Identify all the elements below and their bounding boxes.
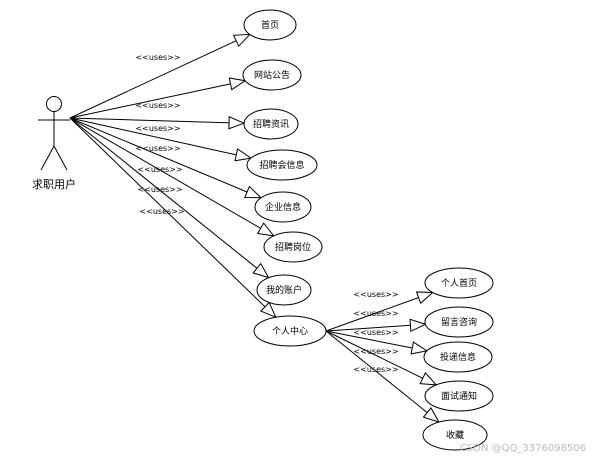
actor-arrowhead-job-fair-info — [234, 148, 253, 162]
personal-center-arrowhead-interview-notice — [419, 372, 438, 386]
personal-center-arrowhead-delivery-info — [410, 341, 429, 355]
personal-center-relation-label-favorites: <<uses>> — [353, 365, 398, 374]
use-case-ellipse-positions[interactable] — [263, 231, 323, 263]
personal-center-arrowhead-message-consult — [409, 318, 427, 333]
personal-center-association-favorites — [325, 330, 440, 423]
actor-association-job-fair-info — [69, 117, 252, 159]
use-case-job-fair-info[interactable]: 招聘会信息 — [246, 149, 318, 181]
use-case-my-account[interactable]: 我的账户 — [256, 274, 312, 306]
use-case-personal-center[interactable]: 个人中心 — [253, 315, 327, 347]
use-case-label-recruit-news: 招聘资讯 — [253, 118, 289, 130]
personal-center-arrowhead-personal-home — [415, 291, 434, 305]
use-case-ellipse-delivery-info[interactable] — [423, 341, 493, 373]
actor-association-notice — [69, 80, 246, 119]
actor-association-home — [69, 33, 250, 119]
use-case-ellipse-company-info[interactable] — [254, 191, 312, 223]
personal-center-relation-label-personal-home: <<uses>> — [353, 290, 398, 299]
use-case-home[interactable]: 首页 — [243, 9, 297, 41]
personal-center-relation-label-message-consult: <<uses>> — [353, 309, 398, 318]
actor-association-my-account — [69, 117, 269, 279]
personal-center-relation-label-delivery-info: <<uses>> — [353, 328, 398, 337]
actor-relation-label-my-account: <<uses>> — [139, 207, 184, 216]
use-case-ellipse-my-account[interactable] — [256, 274, 312, 306]
actor-label: 求职用户 — [32, 177, 76, 191]
use-case-ellipse-home[interactable] — [243, 9, 297, 41]
use-case-label-my-account: 我的账户 — [266, 284, 302, 296]
use-case-notice[interactable]: 网站公告 — [242, 59, 302, 91]
personal-center-relation-label-interview-notice: <<uses>> — [353, 347, 398, 356]
personal-center-association-interview-notice — [325, 330, 437, 386]
watermark: CSDN @QQ_3376098506 — [460, 443, 586, 454]
use-case-message-consult[interactable]: 留言咨询 — [424, 306, 494, 338]
personal-center-association-personal-home — [325, 292, 433, 332]
actor-relation-label-home: <<uses>> — [135, 53, 180, 62]
use-case-ellipse-job-fair-info[interactable] — [246, 149, 318, 181]
actor-association-company-info — [69, 117, 262, 199]
use-case-personal-home[interactable]: 个人首页 — [424, 267, 494, 299]
use-case-label-delivery-info: 投递信息 — [440, 351, 476, 363]
use-case-positions[interactable]: 招聘岗位 — [263, 231, 323, 263]
use-case-company-info[interactable]: 企业信息 — [254, 191, 312, 223]
actor-association-recruit-news — [69, 117, 245, 124]
use-case-label-job-fair-info: 招聘会信息 — [259, 159, 304, 171]
use-case-ellipse-recruit-news[interactable] — [243, 108, 299, 140]
actor-arrowhead-home — [232, 33, 251, 48]
actor-relation-label-notice: <<uses>> — [135, 101, 180, 110]
use-case-delivery-info[interactable]: 投递信息 — [423, 341, 493, 373]
personal-center-association-delivery-info — [325, 330, 428, 352]
use-case-label-personal-center: 个人中心 — [272, 325, 308, 337]
use-case-label-message-consult: 留言咨询 — [441, 316, 477, 328]
use-case-label-notice: 网站公告 — [254, 69, 290, 81]
actor-figure — [38, 96, 70, 171]
use-case-ellipse-message-consult[interactable] — [424, 306, 494, 338]
actor-arrowhead-my-account — [252, 262, 270, 279]
actor-relation-label-positions: <<uses>> — [137, 185, 182, 194]
use-case-label-company-info: 企业信息 — [265, 201, 301, 213]
use-case-label-home: 首页 — [261, 19, 279, 31]
use-case-label-personal-home: 个人首页 — [441, 277, 477, 289]
actor-relation-label-company-info: <<uses>> — [137, 165, 182, 174]
use-case-favorites[interactable]: 收藏 — [422, 419, 488, 451]
actor-association-personal-center — [69, 117, 277, 318]
use-case-label-favorites: 收藏 — [446, 429, 464, 441]
actor-arrowhead-recruit-news — [228, 115, 246, 130]
use-case-interview-notice[interactable]: 面试通知 — [424, 380, 494, 412]
use-case-ellipse-personal-home[interactable] — [424, 267, 494, 299]
actor-arrowhead-notice — [228, 77, 247, 91]
actor-arrowhead-company-info — [244, 185, 263, 199]
actor-arrowhead-positions — [256, 222, 275, 237]
use-case-label-interview-notice: 面试通知 — [441, 390, 477, 402]
actor-association-positions — [69, 117, 274, 237]
personal-center-arrowhead-favorites — [422, 407, 440, 423]
use-case-recruit-news[interactable]: 招聘资讯 — [243, 108, 299, 140]
use-case-ellipse-personal-center[interactable] — [253, 315, 327, 347]
use-case-ellipse-favorites[interactable] — [422, 419, 488, 451]
association-lines — [69, 33, 440, 423]
use-case-ellipse-notice[interactable] — [242, 59, 302, 91]
use-case-ellipse-interview-notice[interactable] — [424, 380, 494, 412]
use-case-label-positions: 招聘岗位 — [275, 241, 311, 253]
actor-relation-label-recruit-news: <<uses>> — [135, 124, 180, 133]
actor-relation-label-job-fair-info: <<uses>> — [135, 144, 180, 153]
actor-arrowhead-personal-center — [259, 301, 277, 319]
relation-labels: <<uses>> <<uses>> <<uses>> <<uses>> <<uses>>… — [135, 53, 398, 374]
personal-center-association-message-consult — [325, 323, 426, 332]
